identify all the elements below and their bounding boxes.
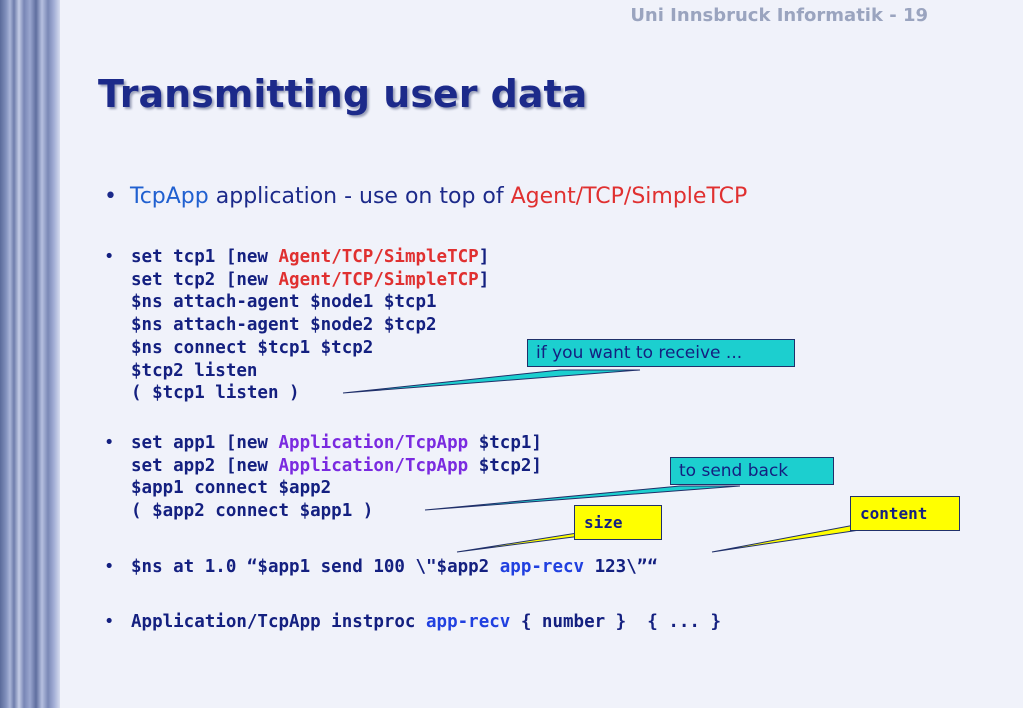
code-line: set tcp1 [new Agent/TCP/SimpleTCP] bbox=[131, 247, 490, 267]
slide-header: Uni Innsbruck Informatik - 19 bbox=[630, 5, 928, 26]
code-line: $app1 connect $app2 bbox=[131, 478, 332, 499]
code-block-agents: • set tcp1 [new Agent/TCP/SimpleTCP] set… bbox=[104, 246, 489, 405]
code-line: set tcp2 [new Agent/TCP/SimpleTCP] bbox=[131, 269, 490, 290]
bullet-dot: • bbox=[104, 247, 115, 267]
code-line: set app1 [new Application/TcpApp $tcp1] bbox=[131, 433, 542, 453]
code-instproc-line: • Application/TcpApp instproc app-recv {… bbox=[104, 612, 722, 632]
bullet-dot: • bbox=[104, 557, 115, 577]
bullet-dot: • bbox=[104, 612, 115, 632]
code-send-line: • $ns at 1.0 “$app1 send 100 \"$app2 app… bbox=[104, 557, 658, 577]
bullet-dot: • bbox=[104, 184, 117, 209]
code-line: ( $tcp1 listen ) bbox=[131, 383, 300, 404]
decorative-sidebar bbox=[0, 0, 60, 708]
code-line: $ns attach-agent $node1 $tcp1 bbox=[131, 292, 437, 313]
callout-send-back: to send back bbox=[670, 457, 834, 485]
bullet-tcpapp-intro: • TcpApp application - use on top of Agen… bbox=[104, 184, 747, 209]
callout-content: content bbox=[850, 496, 960, 531]
bullet-dot: • bbox=[104, 433, 115, 453]
simpletcp-term: Agent/TCP/SimpleTCP bbox=[510, 184, 748, 209]
callout-receive: if you want to receive ... bbox=[527, 339, 795, 367]
receive-pointer bbox=[342, 369, 641, 394]
code-line: set app2 [new Application/TcpApp $tcp2] bbox=[131, 455, 542, 476]
intro-text: application - use on top of bbox=[208, 184, 511, 209]
tcpapp-term: TcpApp bbox=[130, 184, 209, 209]
code-line: $ns attach-agent $node2 $tcp2 bbox=[131, 315, 437, 336]
slide-title: Transmitting user data bbox=[98, 72, 588, 116]
send-back-pointer bbox=[424, 485, 741, 511]
code-block-apps: • set app1 [new Application/TcpApp $tcp1… bbox=[104, 432, 542, 523]
code-line: ( $app2 connect $app1 ) bbox=[131, 501, 374, 522]
code-line: $tcp2 listen bbox=[131, 360, 258, 381]
code-line: $ns connect $tcp1 $tcp2 bbox=[131, 337, 374, 358]
callout-size: size bbox=[574, 505, 662, 540]
